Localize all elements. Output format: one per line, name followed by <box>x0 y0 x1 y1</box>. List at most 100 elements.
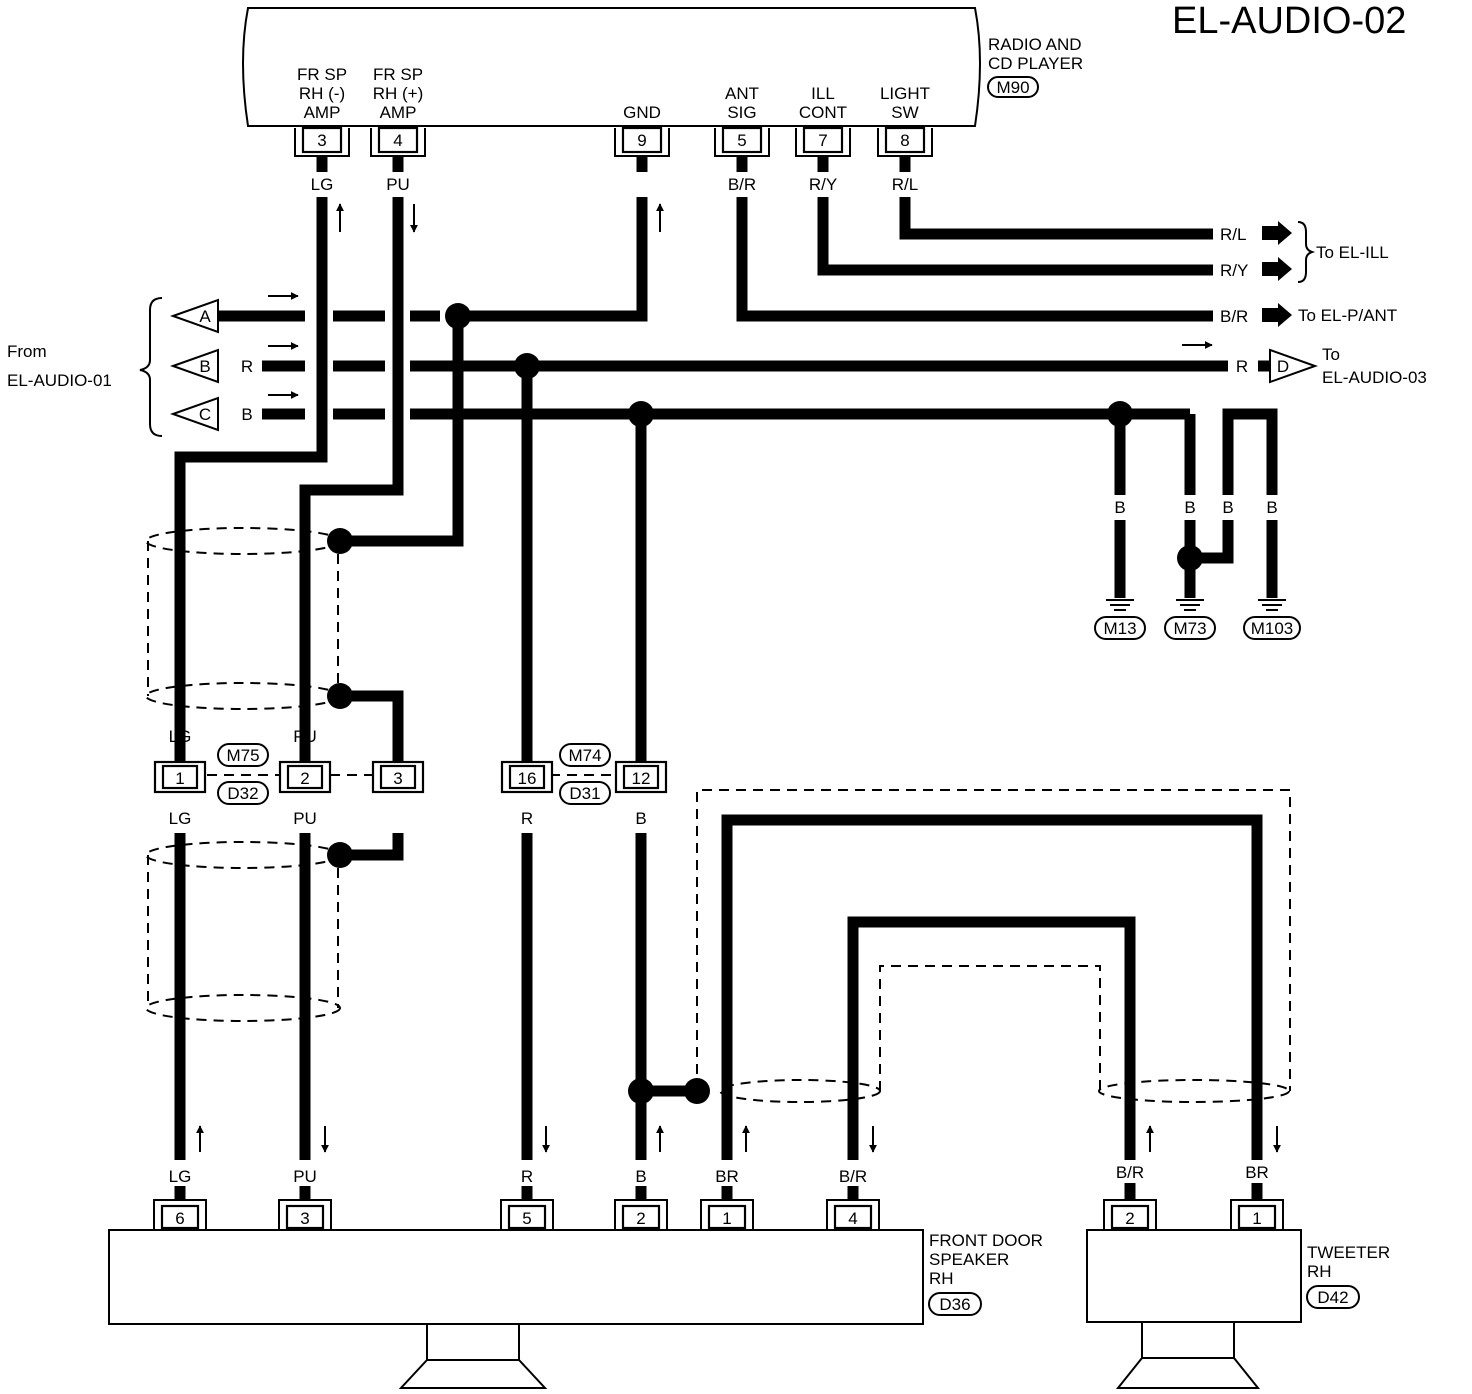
pin-number: 2 <box>636 1209 645 1228</box>
pin-number: 1 <box>175 769 184 788</box>
tweeter-cone-icon <box>1115 1321 1261 1389</box>
radio-name-line1: RADIO AND <box>988 35 1082 54</box>
tweeter: B/R BR 2 1 TWEETER RH D42 <box>1086 1163 1390 1389</box>
out-ry-color: R/Y <box>1220 261 1248 280</box>
jc2-connector-bottom: D31 <box>569 784 600 803</box>
spk-color-b: B <box>635 1167 646 1186</box>
front-door-speaker: LG PU R B BR B/R 6 3 5 2 1 4 FRONT DOOR … <box>108 1167 1043 1389</box>
ground-connector: M73 <box>1173 619 1206 638</box>
pin-number: 7 <box>818 131 827 150</box>
pin-number: 1 <box>722 1209 731 1228</box>
connector-ref-c: C B <box>170 396 253 432</box>
out-r-color: R <box>1236 357 1248 376</box>
pin-1: 1 <box>700 1199 754 1230</box>
pin-2: 2 <box>1103 1199 1157 1230</box>
wire-color: B <box>241 405 252 424</box>
pin-4: 4 <box>370 126 426 157</box>
wires <box>174 156 1278 1160</box>
terminal-label-sw: SW <box>891 103 918 122</box>
pin-number: 12 <box>632 769 651 788</box>
spk-color-br: BR <box>715 1167 739 1186</box>
terminal-label-light: LIGHT <box>880 84 930 103</box>
pin-number: 3 <box>317 131 326 150</box>
pin-number: 8 <box>900 131 909 150</box>
from-label-line1: From <box>7 342 47 361</box>
tweeter-connector-id: D42 <box>1317 1288 1348 1307</box>
pin-number: 4 <box>848 1209 857 1228</box>
pin-5: 5 <box>714 126 770 157</box>
ground-color: B <box>1266 498 1277 517</box>
ground-symbol-m73-icon <box>1176 599 1204 611</box>
to-el-audio-03-line2: EL-AUDIO-03 <box>1322 368 1427 387</box>
terminal-label-line3: AMP <box>380 103 417 122</box>
wire-color-ry: R/Y <box>809 175 837 194</box>
jc2-bottom-color-r: R <box>521 809 533 828</box>
jc1-top-color-lg: LG <box>169 727 192 746</box>
ground-connector: M13 <box>1103 619 1136 638</box>
jc2-bottom-color-b: B <box>635 809 646 828</box>
ground-connector: M103 <box>1251 619 1294 638</box>
to-el-pant: To EL-P/ANT <box>1298 306 1397 325</box>
tweeter-name-line1: TWEETER <box>1307 1243 1390 1262</box>
to-el-audio-03-line1: To <box>1322 345 1340 364</box>
pin-3: 3 <box>294 126 350 157</box>
grounds: B B B B M13 M73 M103 <box>1094 498 1301 640</box>
speaker-name-line2: SPEAKER <box>929 1250 1009 1269</box>
out-rl-color: R/L <box>1220 225 1246 244</box>
speaker-cone-icon <box>398 1323 548 1389</box>
wire-color: R <box>241 357 253 376</box>
pin-8: 8 <box>877 126 933 157</box>
ground-color: B <box>1222 498 1233 517</box>
radio-terminal-4: FR SP RH (+) AMP <box>373 65 424 122</box>
speaker-name-line3: RH <box>929 1269 954 1288</box>
pin-number: 4 <box>393 131 402 150</box>
terminal-label-line1: FR SP <box>373 65 423 84</box>
terminal-label-line2: RH (+) <box>373 84 424 103</box>
pin-7: 7 <box>795 126 851 157</box>
spk-color-r: R <box>521 1167 533 1186</box>
jc1-bottom-color-pu: PU <box>293 809 317 828</box>
ref-label: C <box>199 405 211 424</box>
connector-ref-d: D <box>1269 348 1318 384</box>
pin-number: 6 <box>175 1209 184 1228</box>
terminal-label-gnd: GND <box>623 103 661 122</box>
spk-color-lg: LG <box>169 1167 192 1186</box>
signal-arrows <box>196 203 1281 1153</box>
tweeter-name-line2: RH <box>1307 1262 1332 1281</box>
jc2-top-color-r: R <box>521 727 533 746</box>
joint-connector-m74-d31: R B 16 12 M74 D31 R B <box>500 727 668 828</box>
terminal-label-ant: ANT <box>725 84 759 103</box>
tw-color-br2: BR <box>1245 1163 1269 1182</box>
jc2-connector-top: M74 <box>568 746 601 765</box>
spk-color-b-r: B/R <box>839 1167 867 1186</box>
pin-number: 16 <box>518 769 537 788</box>
outputs: R/L R/Y To EL-ILL B/R To EL-P/ANT R D To… <box>1182 221 1427 387</box>
jc1-bottom-color-lg: LG <box>169 809 192 828</box>
shields <box>145 527 1291 1103</box>
tw-color-br: B/R <box>1116 1163 1144 1182</box>
spk-color-pu: PU <box>293 1167 317 1186</box>
terminal-label-line3: AMP <box>304 103 341 122</box>
pin-2: 2 <box>614 1199 668 1230</box>
wire-color-rl: R/L <box>892 175 918 194</box>
speaker-name-line1: FRONT DOOR <box>929 1231 1043 1250</box>
out-br-color: B/R <box>1220 307 1248 326</box>
ground-color: B <box>1184 498 1195 517</box>
terminal-label-line1: FR SP <box>297 65 347 84</box>
ref-label: D <box>1277 357 1289 376</box>
pin-9: 9 <box>614 126 670 157</box>
radio-connector-id: M90 <box>996 78 1029 97</box>
pin-1: 1 <box>1230 1199 1284 1230</box>
pin-number: 5 <box>522 1209 531 1228</box>
radio-terminal-3: FR SP RH (-) AMP <box>297 65 347 122</box>
pin-3: 3 <box>278 1199 332 1230</box>
terminal-label-cont: CONT <box>799 103 847 122</box>
ground-symbol-m103-icon <box>1258 599 1286 611</box>
jc1-connector-bottom: D32 <box>227 784 258 803</box>
ground-color: B <box>1114 498 1125 517</box>
pin-number: 3 <box>300 1209 309 1228</box>
page-code: EL-AUDIO-02 <box>1172 0 1406 42</box>
pin-number: 5 <box>737 131 746 150</box>
connector-ref-a: A <box>170 298 219 334</box>
